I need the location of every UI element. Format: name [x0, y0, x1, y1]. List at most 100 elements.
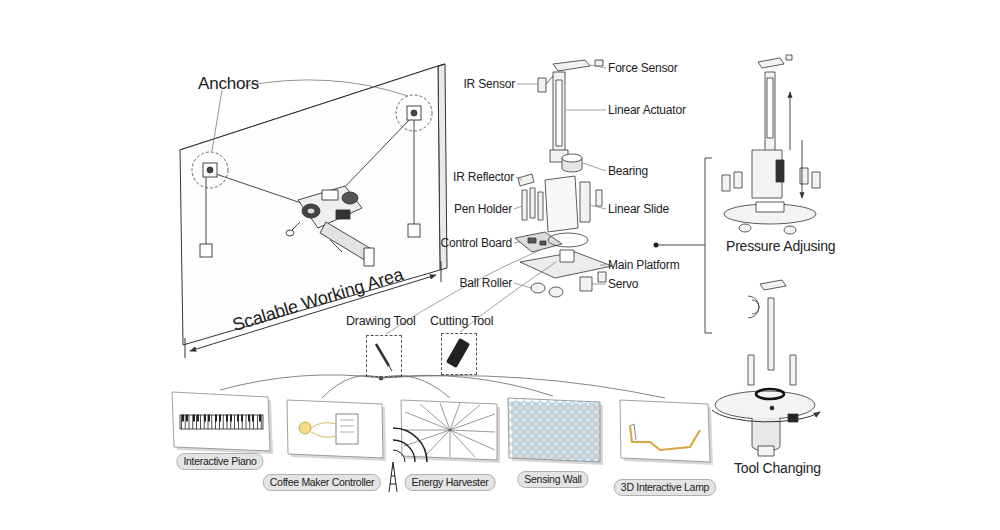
connector: [381, 376, 450, 399]
energy-panel: [404, 430, 450, 431]
energy-panel: [440, 403, 450, 430]
pressure-assembly: [800, 168, 808, 184]
piano-panel: [172, 392, 273, 454]
exploded-assembly: [531, 283, 545, 293]
anchor: [192, 152, 228, 188]
cable: [213, 173, 310, 206]
part-label: IR Sensor: [463, 77, 515, 91]
pen-icon: [376, 344, 392, 371]
anchor: [207, 167, 213, 173]
counterweight: [200, 244, 212, 257]
bracket: [656, 158, 712, 333]
exploded-assembly: [538, 192, 543, 220]
coffee-panel: [340, 432, 354, 433]
application-node: Sensing Wall: [500, 396, 606, 488]
coffee-panel: [311, 432, 336, 437]
pressure-assembly: [765, 72, 775, 152]
exploded-assembly: [553, 60, 590, 71]
piano-panel: [180, 415, 263, 429]
bracket: [705, 158, 706, 333]
tool-heading-text: Cutting Tool: [430, 314, 493, 329]
exploded-assembly: [580, 182, 590, 222]
robot: [330, 240, 342, 252]
sensing-panel: [508, 398, 603, 465]
robot: [336, 210, 350, 219]
robot: [307, 208, 315, 214]
dimension-arrow: [190, 275, 436, 351]
label-pill: Energy Harvester: [405, 474, 496, 491]
part-label: Anchors: [198, 74, 259, 94]
part-label: IR Reflector: [453, 170, 514, 184]
label-pill: 3D Interactive Lamp: [614, 479, 716, 496]
energy-panel: [450, 414, 495, 430]
leader-line: [514, 242, 520, 243]
tool-heading: Drawing Tool: [346, 314, 416, 329]
pen-icon: [389, 366, 392, 371]
lamp-panel: [630, 424, 636, 440]
radio-tower: [393, 450, 405, 462]
leader-line: [583, 163, 606, 171]
energy-panel: [401, 400, 497, 460]
part-label: Bearing: [608, 164, 648, 178]
tool-change-assembly: [770, 406, 774, 410]
counterweight: [408, 224, 420, 237]
application-name: Sensing Wall: [524, 473, 581, 486]
part-label: Tool Changing: [734, 460, 821, 477]
lamp-panel: [620, 400, 713, 465]
pressure-assembly: [734, 172, 742, 188]
cable: [206, 117, 414, 244]
robot: [364, 248, 374, 266]
motion-arrow: [802, 140, 803, 198]
leader-line: [212, 90, 222, 151]
tool-change-assembly: [715, 280, 815, 456]
piano-panel: [181, 415, 262, 429]
leader-line: [386, 65, 606, 334]
radio-tower: [389, 462, 397, 492]
application-name: Energy Harvester: [412, 476, 489, 489]
energy-panel: [450, 405, 480, 430]
application-node: Energy Harvester: [395, 398, 505, 491]
leader-line: [566, 110, 606, 111]
application-name: Interactive Piano: [183, 455, 256, 468]
anchor: [192, 95, 432, 188]
tool-change-assembly: [790, 355, 796, 385]
part-label: Linear Actuator: [608, 103, 686, 117]
tool-change-assembly: [760, 280, 786, 290]
exploded-assembly: [538, 78, 546, 92]
robot: [322, 190, 338, 200]
exploded-assembly: [548, 233, 588, 247]
leader-line: [600, 265, 606, 266]
leader-line: [244, 80, 408, 96]
pressure-assembly: [722, 55, 820, 234]
bracket: [705, 333, 712, 334]
sensing-panel: [508, 398, 600, 462]
leader-line: [590, 205, 606, 209]
application-name: 3D Interactive Lamp: [621, 481, 709, 494]
energy-panel: [450, 430, 475, 457]
leader-line: [590, 65, 606, 68]
exploded-assembly: [518, 174, 534, 186]
tool-node: Drawing Tool: [346, 314, 424, 378]
radio-tower: [393, 440, 415, 462]
exploded-assembly: [545, 176, 578, 232]
energy-panel: [450, 430, 495, 432]
radio-tower: [393, 428, 427, 462]
connector: [381, 375, 553, 396]
leader-line: [514, 206, 522, 209]
exploded-assembly: [530, 188, 535, 218]
exploded-assembly: [560, 250, 574, 262]
lamp-panel: [630, 426, 700, 450]
coffee-panel: [287, 400, 386, 461]
dimension-arrow: [185, 261, 441, 358]
pressure-assembly: [722, 175, 730, 191]
tool-node: Cutting Tool: [430, 314, 500, 376]
anchor: [407, 106, 421, 120]
robot: [342, 192, 358, 204]
part-label: Pen Holder: [454, 202, 512, 216]
energy-panel: [401, 400, 500, 463]
exploded-assembly: [598, 272, 606, 282]
tool-change-assembly: [758, 446, 774, 456]
exploded-assembly: [515, 60, 612, 297]
bracket: [705, 158, 712, 159]
robot: [298, 186, 362, 228]
